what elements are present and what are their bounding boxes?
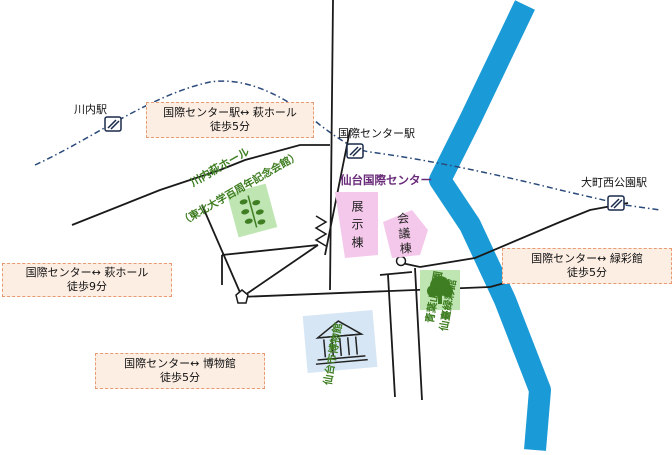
exhibition-label: 展示棟 (350, 200, 364, 254)
info-box-station-hagi: 国際センター駅↔ 萩ホール 徒歩5分 (146, 102, 314, 138)
info-box-center-hagi: 国際センター↔ 萩ホール 徒歩9分 (2, 263, 172, 297)
leaf-icon (239, 195, 266, 228)
info-box-center-ryokusaikan: 国際センター↔ 緑彩館 徒歩5分 (502, 248, 672, 284)
subway-station-icon (607, 195, 625, 211)
exhibition-building (335, 192, 378, 258)
subway-station-icon (104, 116, 122, 132)
info-box-walk-time: 徒歩5分 (567, 266, 607, 279)
info-box-route: 国際センター↔ 博物館 (124, 357, 236, 370)
station-label-omachi-nishikoen: 大町西公園駅 (581, 176, 647, 189)
info-box-route: 国際センター↔ 萩ホール (25, 266, 149, 279)
info-box-route: 国際センター駅↔ 萩ホール (163, 106, 297, 119)
tree-icon (427, 276, 453, 304)
info-box-walk-time: 徒歩5分 (210, 120, 250, 133)
station-label-kokusai-center: 国際センター駅 (338, 127, 415, 140)
info-box-walk-time: 徒歩5分 (160, 371, 200, 384)
info-box-center-museum: 国際センター↔ 博物館 徒歩5分 (95, 353, 265, 389)
conference-building (383, 210, 428, 258)
subway-line (34, 80, 661, 211)
river (429, 0, 551, 451)
stairs-marker (314, 215, 328, 247)
info-box-walk-time: 徒歩9分 (67, 280, 107, 293)
entrance-marker (395, 255, 407, 267)
museum-building-icon (315, 320, 368, 365)
info-box-route: 国際センター↔ 緑彩館 (531, 252, 643, 265)
junction-marker (235, 289, 249, 304)
station-label-sendai-uchi: 川内駅 (74, 103, 107, 116)
subway-station-icon (346, 143, 364, 159)
intl-center-label: 仙台国際センター (340, 173, 432, 187)
